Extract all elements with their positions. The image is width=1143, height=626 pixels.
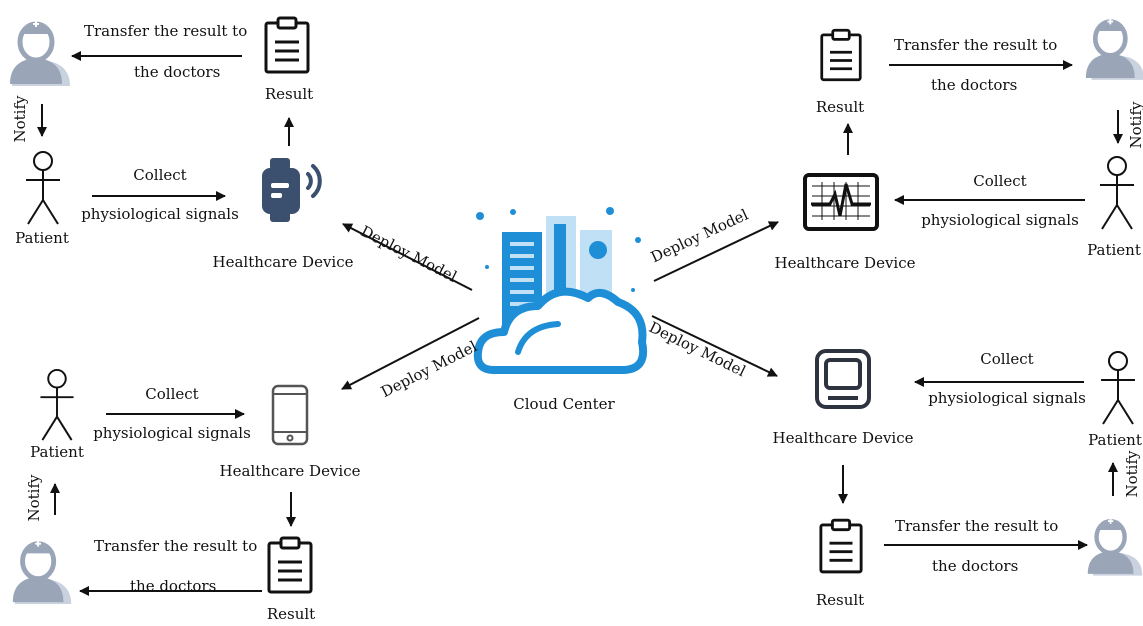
patient-icon xyxy=(1100,156,1134,230)
collect-label-line2: physiological signals xyxy=(81,205,239,223)
arrow-deploy-tl xyxy=(342,223,473,291)
transfer-label-line1: Transfer the result to xyxy=(894,36,1058,54)
doctor-icon xyxy=(12,540,72,605)
device-label: Healthcare Device xyxy=(219,462,361,480)
smartphone-icon xyxy=(271,384,309,446)
patient-label: Patient xyxy=(1087,241,1141,259)
collect-label-line1: Collect xyxy=(973,172,1027,190)
patient-label: Patient xyxy=(1088,431,1142,449)
arrow-deploy-bl xyxy=(341,317,480,390)
notify-label: Notify xyxy=(1127,101,1143,149)
notify-label: Notify xyxy=(11,95,29,143)
transfer-label-line1: Transfer the result to xyxy=(84,22,248,40)
transfer-label-line2: the doctors xyxy=(931,76,1018,94)
patient-icon xyxy=(40,368,74,441)
collect-label-line1: Collect xyxy=(145,385,199,403)
notify-label: Notify xyxy=(1123,450,1141,498)
doctor-icon xyxy=(1087,518,1143,576)
transfer-label-line2: the doctors xyxy=(130,577,217,595)
doctor-icon xyxy=(10,21,70,86)
arrow-deploy-tr xyxy=(653,221,779,282)
notify-label: Notify xyxy=(25,474,43,522)
clipboard-icon xyxy=(264,16,310,74)
device-label: Healthcare Device xyxy=(774,254,916,272)
clipboard-icon xyxy=(820,28,862,82)
transfer-label-line2: the doctors xyxy=(134,63,221,81)
collect-label-line2: physiological signals xyxy=(93,424,251,442)
cloud-center-icon xyxy=(473,207,647,374)
collect-label-line1: Collect xyxy=(980,350,1034,368)
ecg-monitor-icon xyxy=(803,173,879,231)
transfer-label-line1: Transfer the result to xyxy=(895,517,1059,535)
clipboard-icon xyxy=(267,536,313,594)
doctor-icon xyxy=(1085,18,1143,80)
result-label: Result xyxy=(266,605,316,623)
clipboard-icon xyxy=(819,518,863,574)
collect-label-line2: physiological signals xyxy=(928,389,1086,407)
transfer-label-line2: the doctors xyxy=(932,557,1019,575)
patient-label: Patient xyxy=(15,229,69,247)
result-label: Result xyxy=(815,591,865,609)
cloud-center-label: Cloud Center xyxy=(513,395,615,413)
transfer-label-line1: Transfer the result to xyxy=(94,537,258,555)
smartwatch-icon xyxy=(262,158,322,222)
patient-icon xyxy=(1101,351,1135,425)
collect-label-line1: Collect xyxy=(133,166,187,184)
collect-label-line2: physiological signals xyxy=(921,211,1079,229)
monitor-device-icon xyxy=(815,349,871,409)
patient-label: Patient xyxy=(30,443,84,461)
device-label: Healthcare Device xyxy=(212,253,354,271)
arrow-deploy-br xyxy=(651,315,778,377)
result-label: Result xyxy=(815,98,865,116)
patient-icon xyxy=(26,151,60,225)
device-label: Healthcare Device xyxy=(772,429,914,447)
result-label: Result xyxy=(264,85,314,103)
